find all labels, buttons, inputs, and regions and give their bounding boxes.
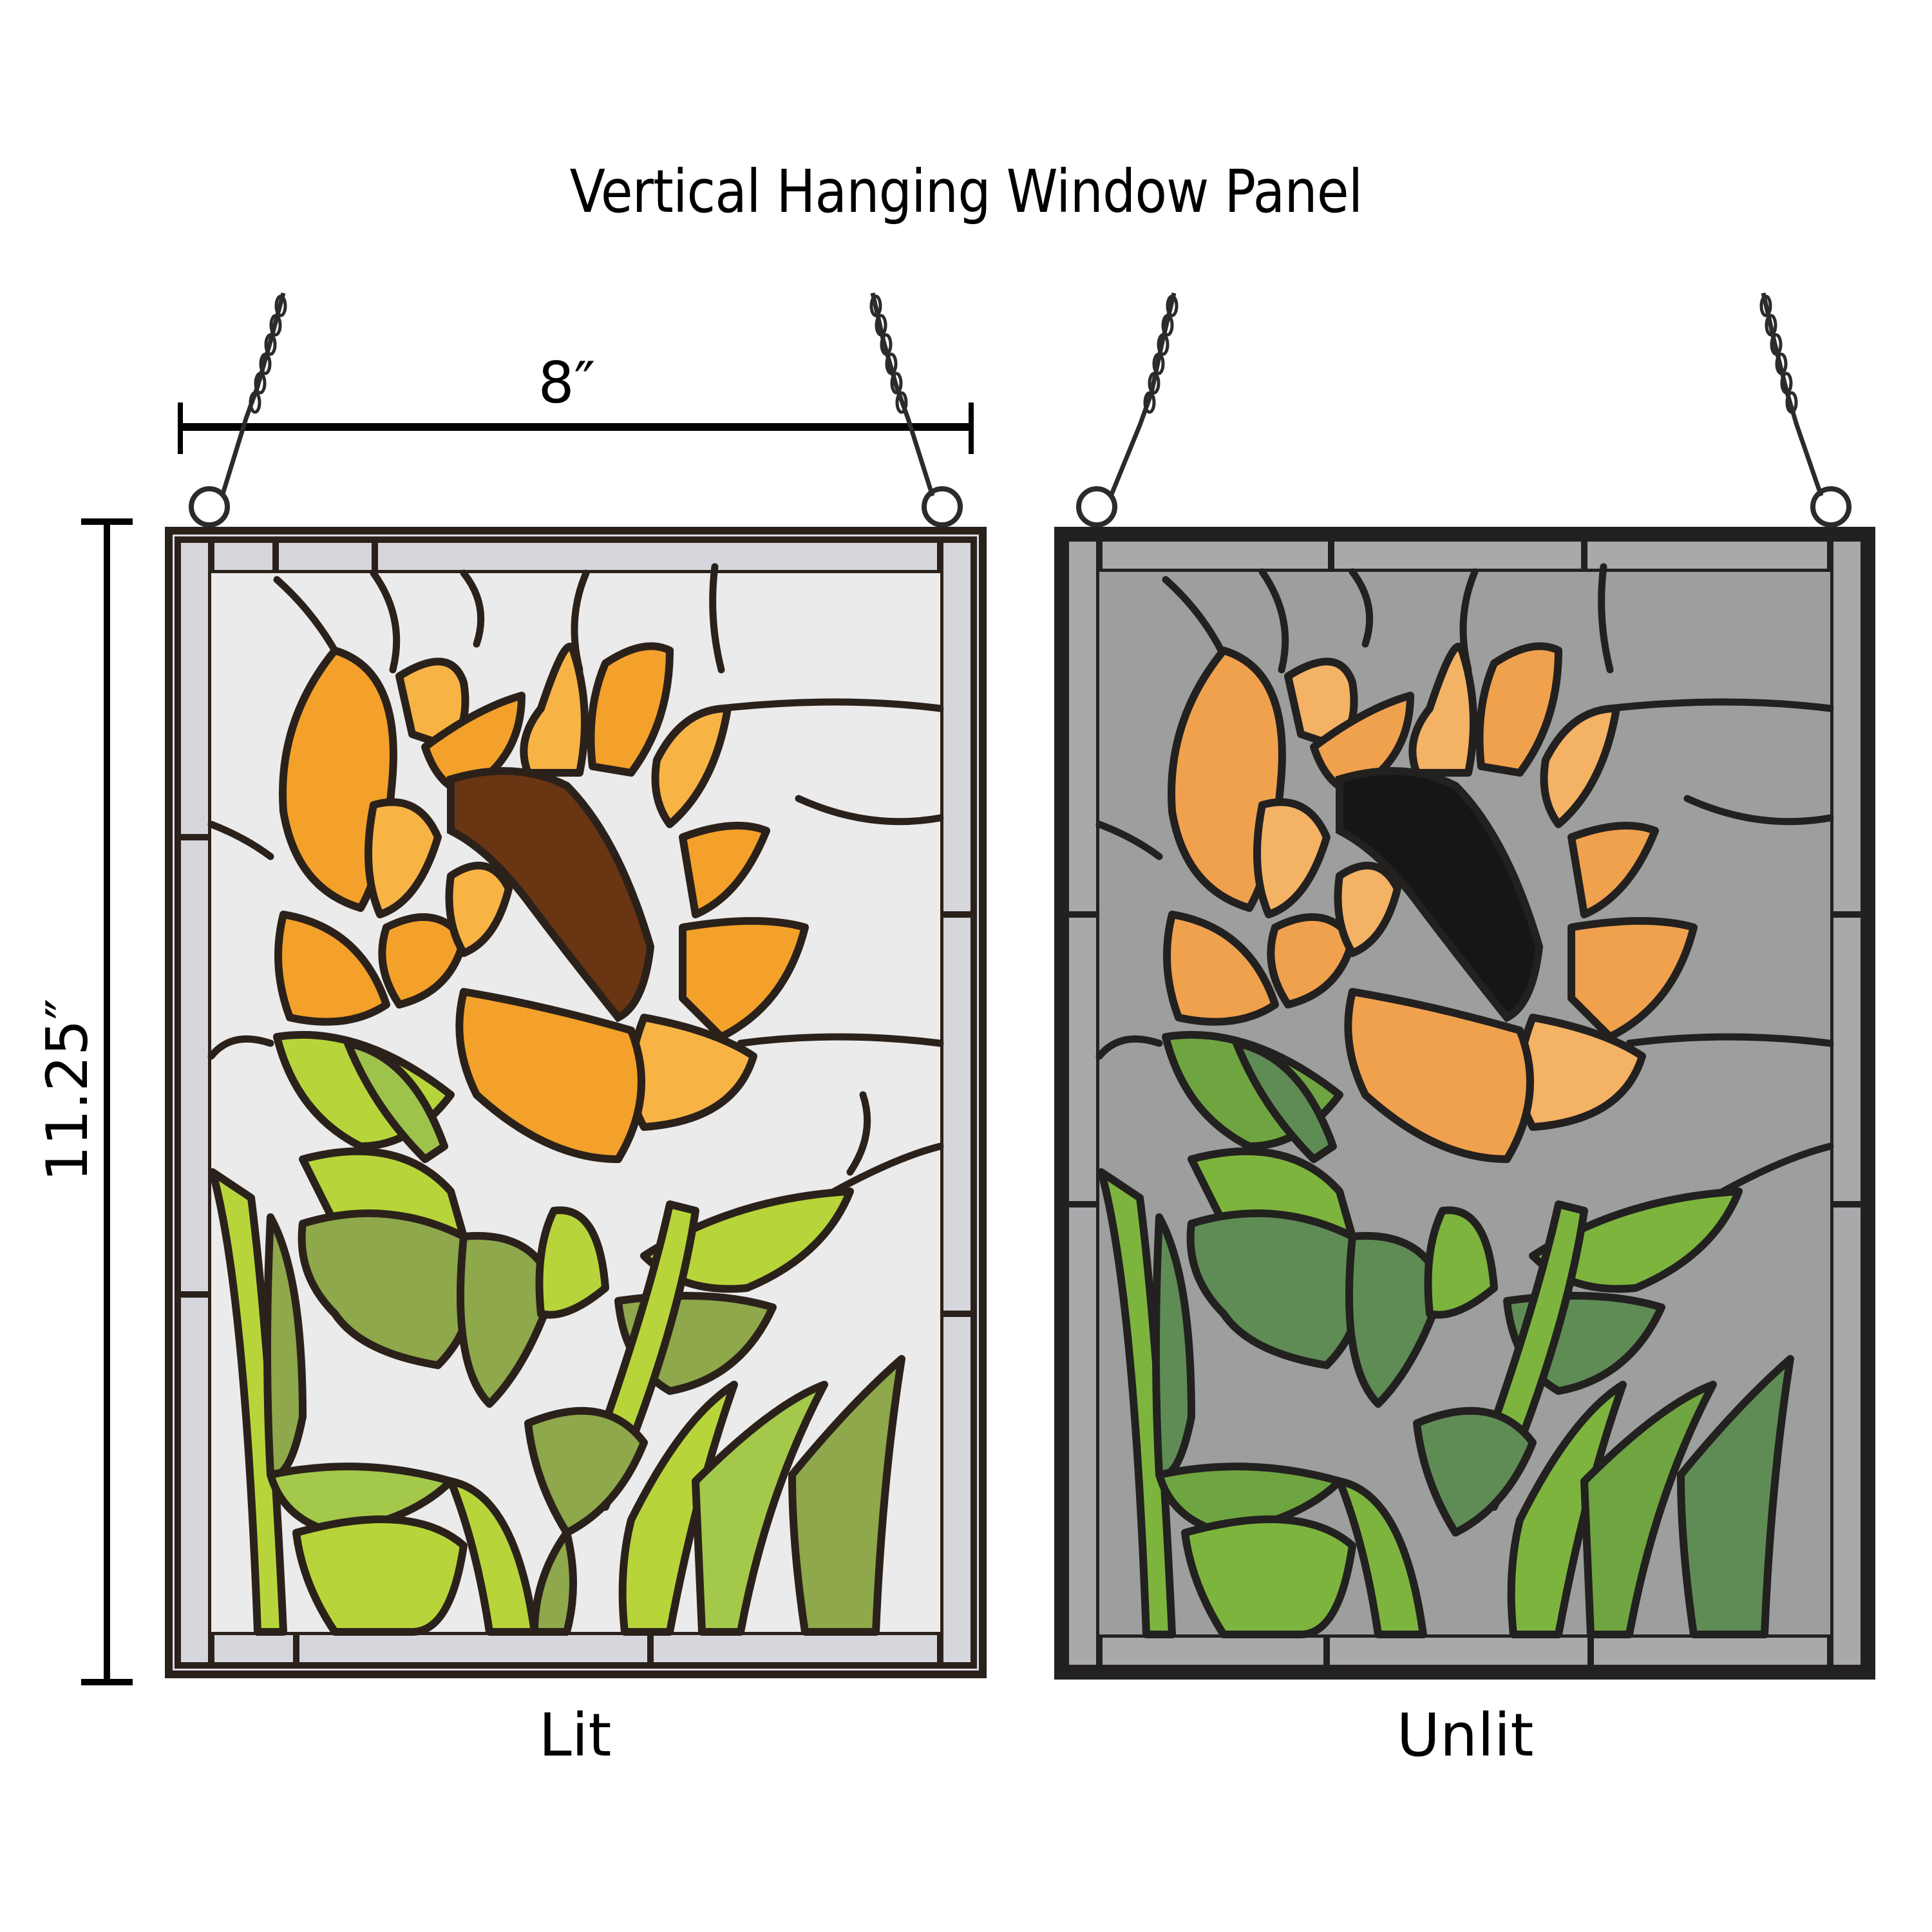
width-dimension-label: 8″ — [538, 350, 596, 416]
unlit-panel — [1054, 292, 1875, 1680]
unlit-caption: Unlit — [1396, 1701, 1534, 1770]
flower-center — [1336, 767, 1544, 1023]
width-dimension-line — [178, 402, 974, 454]
height-dimension-line — [81, 518, 133, 1685]
chain-icon — [189, 292, 963, 527]
lit-caption: Lit — [538, 1701, 612, 1770]
chain-icon — [1076, 292, 1852, 527]
page-title: Vertical Hanging Window Panel — [569, 157, 1363, 226]
flower-center — [447, 767, 655, 1023]
lit-panel — [165, 292, 987, 1678]
